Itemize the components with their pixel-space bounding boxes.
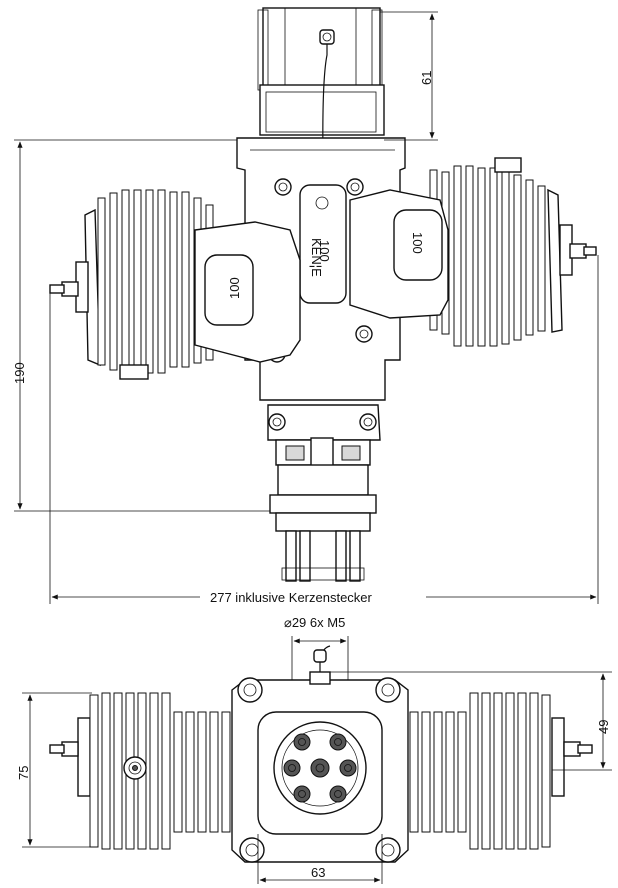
dim-277: 277 inklusive Kerzenstecker: [49, 255, 599, 605]
right-cyl-label: 100: [410, 232, 425, 254]
dim-277-label: 277 inklusive Kerzenstecker: [210, 590, 373, 605]
left-cyl-label: 100: [227, 277, 242, 299]
side-left-cylinder: [49, 692, 231, 850]
dim-29-label: ⌀29 6x M5: [284, 615, 345, 630]
dim-190: 190: [12, 139, 270, 512]
top-view: KEN¦E 100 10: [12, 7, 599, 605]
dim-190-label: 190: [12, 362, 27, 384]
left-cylinder: 100: [49, 189, 301, 380]
dim-61: 61: [380, 11, 438, 141]
center-logo-plate: [299, 184, 347, 304]
dim-49-label: 49: [596, 720, 611, 734]
side-right-cylinder: [409, 692, 593, 850]
dim-75-label: 75: [16, 766, 31, 780]
right-cylinder: 100: [349, 157, 597, 347]
side-crankcase: [231, 645, 409, 863]
model-label: 100: [317, 240, 332, 262]
rear-hub: [267, 404, 381, 582]
side-view: ⌀29 6x M5: [16, 615, 612, 884]
dim-75: 75: [16, 692, 92, 848]
dim-63: 63: [257, 834, 383, 884]
left-cyl-plate: [204, 254, 254, 326]
dim-49: 49: [330, 671, 612, 771]
dim-61-label: 61: [419, 71, 434, 85]
brand-label: KEN¦E: [309, 238, 324, 277]
dim-63-label: 63: [311, 865, 325, 880]
top-box: [257, 7, 385, 161]
right-cyl-plate: [393, 209, 443, 281]
